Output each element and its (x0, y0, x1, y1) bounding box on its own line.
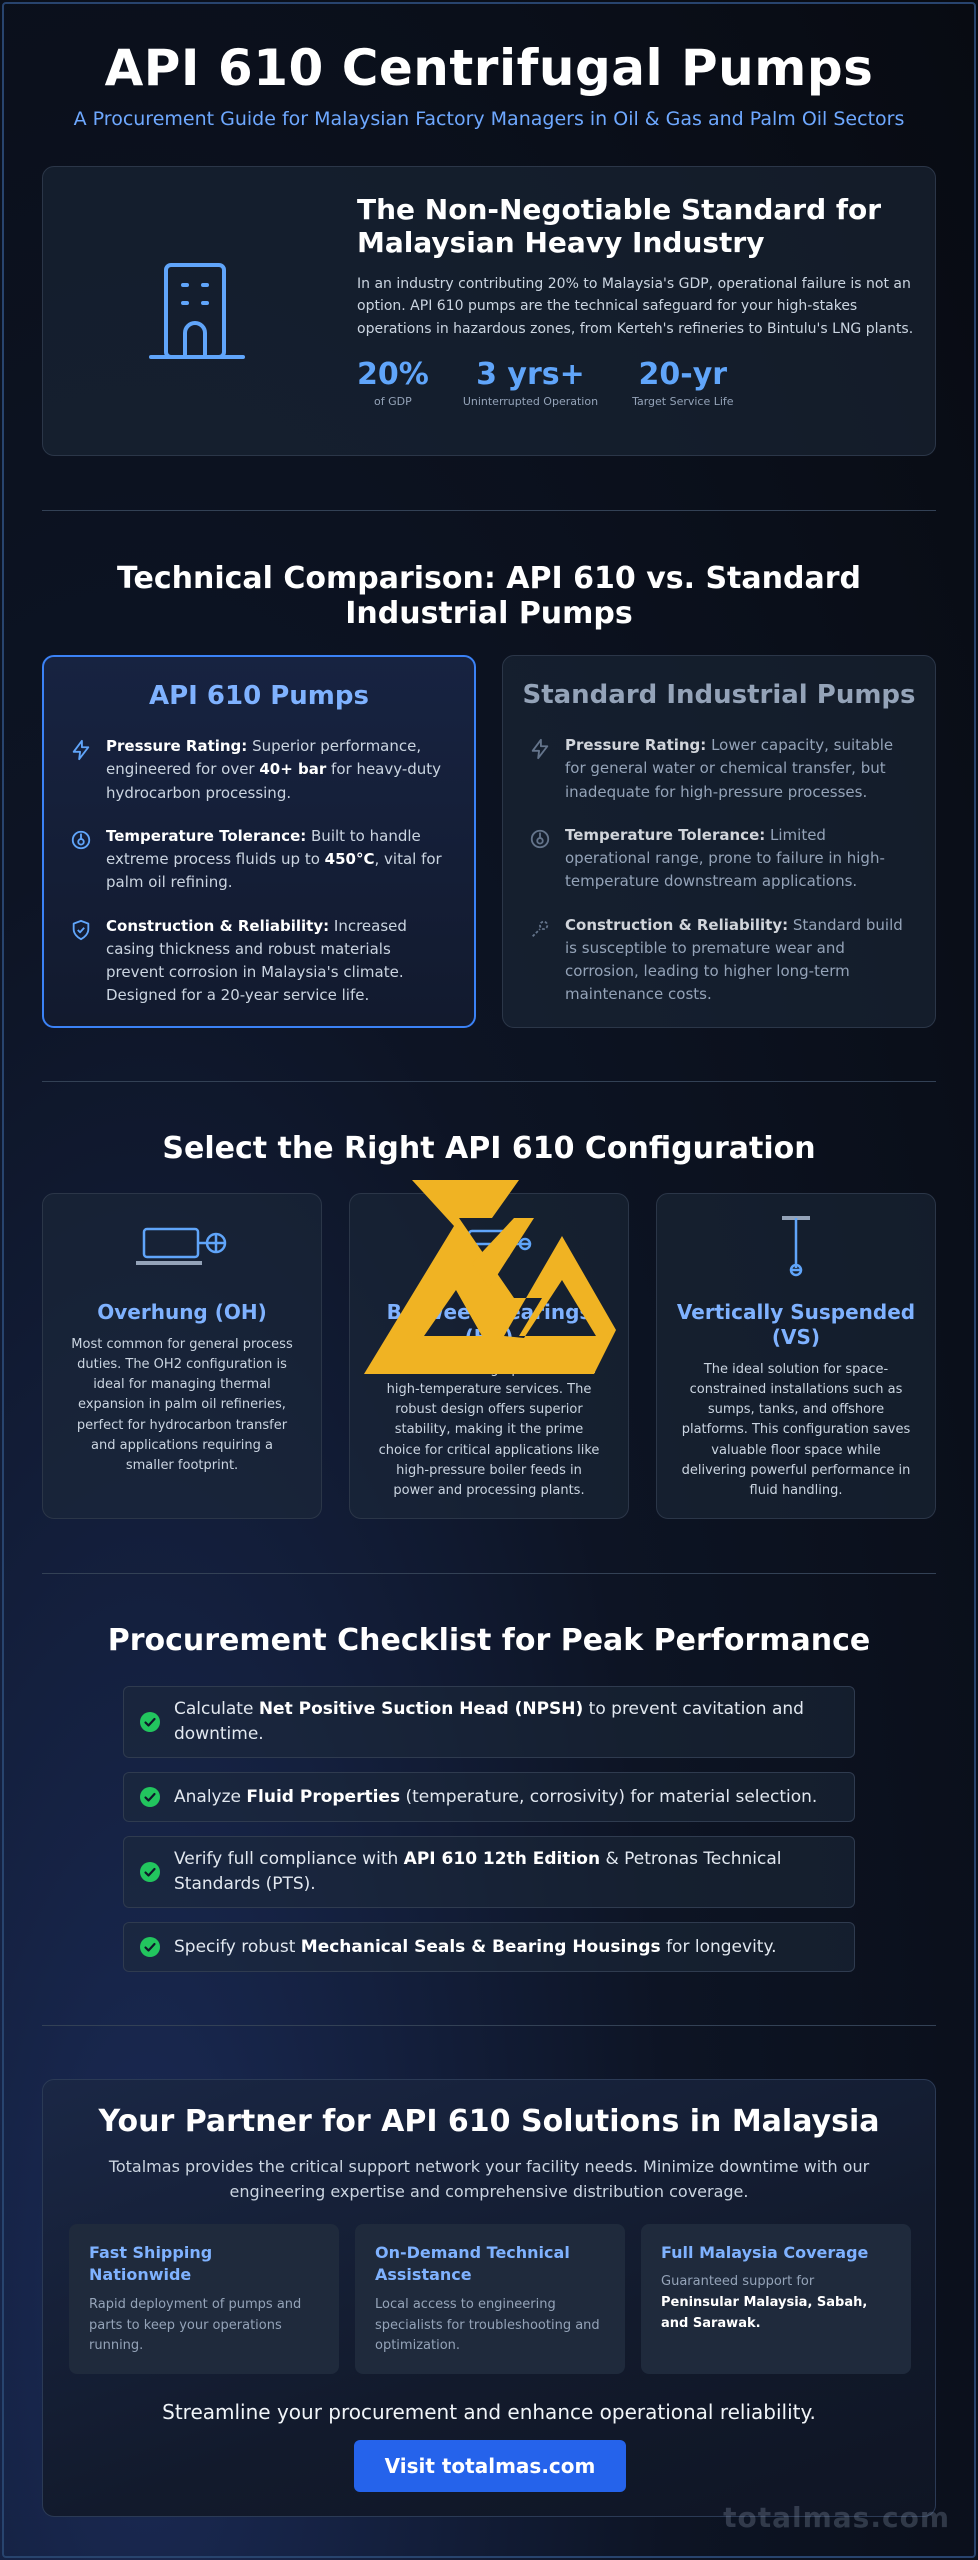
feature-title: Full Malaysia Coverage (661, 2243, 869, 2262)
overhung-pump-icon (43, 1214, 321, 1278)
visit-website-button[interactable]: Visit totalmas.com (354, 2440, 626, 2492)
config-title: Overhung (OH) (97, 1300, 267, 1324)
feature-text: Guaranteed support for Peninsular Malays… (661, 2274, 868, 2331)
page-header: API 610 Centrifugal Pumps A Procurement … (42, 39, 936, 130)
checklist-item: Calculate Net Positive Suction Head (NPS… (123, 1686, 855, 1758)
feature-coverage: Full Malaysia Coverage Guaranteed suppor… (641, 2224, 911, 2374)
item-label: Pressure Rating: (106, 737, 248, 755)
item-label: Temperature Tolerance: (106, 826, 307, 845)
config-description: The ideal solution for space-constrained… (681, 1362, 911, 1498)
feature-text: Local access to engineering specialists … (375, 2296, 600, 2354)
stat-gdp: 20% of GDP (357, 358, 429, 408)
std-temperature-item: Temperature Tolerance: Limited operation… (529, 824, 909, 894)
feature-row: Fast Shipping Nationwide Rapid deploymen… (69, 2224, 911, 2374)
stat-service-life: 20-yr Target Service Life (632, 358, 734, 408)
hero-card: The Non-Negotiable Standard for Malaysia… (42, 166, 936, 456)
section-divider (42, 510, 936, 511)
checklist-item: Verify full compliance with API 610 12th… (123, 1836, 855, 1908)
api610-card: API 610 Pumps Pressure Rating: Superior … (42, 655, 476, 1028)
stat-label: Target Service Life (632, 395, 734, 409)
section-divider (42, 2025, 936, 2026)
stat-uptime: 3 yrs+ Uninterrupted Operation (463, 358, 598, 408)
feature-title: On-Demand Technical Assistance (375, 2243, 570, 2285)
feature-title: Fast Shipping Nationwide (89, 2243, 213, 2285)
api-pressure-item: Pressure Rating: Superior performance, e… (70, 735, 448, 805)
configuration-title: Select the Right API 610 Configuration (162, 1131, 816, 1166)
std-pressure-item: Pressure Rating: Lower capacity, suitabl… (529, 734, 909, 804)
checklist-item: Analyze Fluid Properties (temperature, c… (123, 1772, 855, 1822)
checklist-item: Specify robust Mechanical Seals & Bearin… (123, 1922, 855, 1972)
stat-value: 20% (357, 357, 429, 393)
config-card-vertical: Vertically Suspended (VS) The ideal solu… (656, 1193, 936, 1519)
stat-label: Uninterrupted Operation (462, 395, 599, 409)
feature-technical-assistance: On-Demand Technical Assistance Local acc… (355, 2224, 625, 2374)
item-label: Pressure Rating: (565, 736, 707, 754)
hero-description: In an industry contributing 20% to Malay… (357, 276, 914, 337)
api610-heading: API 610 Pumps (149, 681, 369, 711)
section-divider (42, 1573, 936, 1574)
standard-pump-card: Standard Industrial Pumps Pressure Ratin… (502, 655, 936, 1028)
partner-section: Your Partner for API 610 Solutions in Ma… (42, 2079, 936, 2517)
api-temperature-item: Temperature Tolerance: Built to handle e… (70, 825, 448, 895)
comparison-title: Technical Comparison: API 610 vs. Standa… (117, 561, 861, 631)
shield-check-icon (70, 919, 92, 941)
stat-label: of GDP (374, 395, 412, 409)
check-circle-icon (140, 1862, 160, 1882)
stat-value: 3 yrs+ (476, 357, 585, 393)
item-label: Construction & Reliability: (565, 915, 789, 934)
page-subtitle: A Procurement Guide for Malaysian Factor… (73, 107, 905, 130)
feature-shipping: Fast Shipping Nationwide Rapid deploymen… (69, 2224, 339, 2374)
partner-title: Your Partner for API 610 Solutions in Ma… (98, 2104, 880, 2139)
thermometer-icon (70, 829, 92, 851)
partner-tagline: Streamline your procurement and enhance … (162, 2400, 816, 2424)
lightning-icon (529, 738, 551, 760)
item-label: Construction & Reliability: (106, 916, 330, 935)
config-description: The choice for high-pressure and high-te… (378, 1362, 600, 1498)
config-description: Most common for general process duties. … (71, 1337, 293, 1473)
config-card-overhung: Overhung (OH) Most common for general pr… (42, 1193, 322, 1519)
partner-intro: Totalmas provides the critical support n… (108, 2157, 870, 2201)
check-circle-icon (140, 1787, 160, 1807)
check-circle-icon (140, 1937, 160, 1957)
hero-stats: 20% of GDP 3 yrs+ Uninterrupted Operatio… (357, 358, 917, 408)
building-icon (143, 257, 253, 367)
checklist-title: Procurement Checklist for Peak Performan… (107, 1623, 871, 1658)
vertical-pump-icon (657, 1214, 935, 1278)
stat-value: 20-yr (638, 357, 728, 393)
watermark: totalmas.com (723, 2501, 950, 2534)
wrench-icon (529, 918, 551, 940)
hero-title: The Non-Negotiable Standard for Malaysia… (357, 193, 882, 260)
item-label: Temperature Tolerance: (565, 825, 766, 844)
section-divider (42, 1081, 936, 1082)
standard-heading: Standard Industrial Pumps (522, 680, 916, 710)
totalmas-logo (364, 1178, 616, 1378)
config-title: Vertically Suspended (VS) (676, 1300, 916, 1349)
api-construction-item: Construction & Reliability: Increased ca… (70, 915, 448, 1008)
thermometer-icon (529, 828, 551, 850)
std-construction-item: Construction & Reliability: Standard bui… (529, 914, 909, 1007)
lightning-icon (70, 739, 92, 761)
check-circle-icon (140, 1712, 160, 1732)
feature-text: Rapid deployment of pumps and parts to k… (89, 2296, 302, 2354)
page-title: API 610 Centrifugal Pumps (104, 39, 874, 97)
